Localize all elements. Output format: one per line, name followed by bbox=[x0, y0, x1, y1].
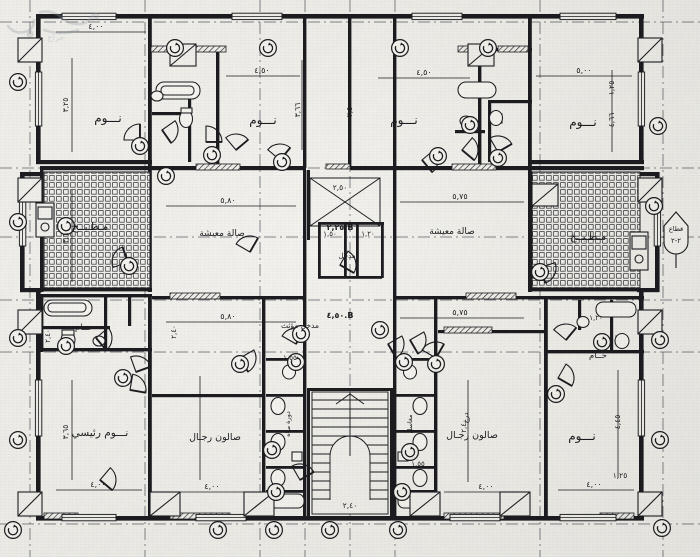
dim-bot-1: ٤,٠٠ bbox=[90, 480, 105, 489]
dim-left-1: ٣,٢٥ bbox=[61, 98, 70, 112]
room-label-bed-br: نـــوم bbox=[568, 429, 596, 444]
kitchen-fixtures bbox=[35, 202, 649, 271]
room-label-lobby: مدخل bbox=[338, 252, 355, 260]
dim-top-3: ٤,٥٠ bbox=[416, 68, 431, 77]
room-label-master-left: نـــوم رئيسي bbox=[72, 427, 129, 439]
room-label-kitchen-right: مـطـبــخ bbox=[570, 231, 607, 243]
dim-bath-left: ٢,٤٠ bbox=[170, 325, 178, 339]
room-label-living-left: صالة معيشة bbox=[199, 229, 245, 239]
room-label-bath-left: حــام bbox=[75, 323, 93, 333]
dim-bot-4: ٤,٠٠ bbox=[586, 480, 601, 489]
dim-mid-2: ٥,٧٥ bbox=[452, 192, 467, 201]
section-marker-id: ٢-٢ bbox=[671, 237, 681, 245]
dim-center-1: ٢,٥٠ bbox=[333, 183, 347, 192]
dim-bath-right: ١,٢٠ bbox=[589, 314, 603, 322]
room-label-bed-tml: نـــوم bbox=[249, 113, 277, 128]
room-label-stair: درج bbox=[462, 412, 470, 423]
staircase bbox=[311, 391, 389, 515]
room-label-wc-left: دورة مياه bbox=[284, 411, 292, 437]
room-label-bath-right: حــام bbox=[589, 351, 607, 361]
dim-wc-right: ١,٥٥ bbox=[411, 460, 425, 468]
dim-top-1: ٤,٠٠ bbox=[88, 22, 103, 31]
dim-center-3: ١,٥٠ bbox=[323, 230, 337, 238]
dim-center-6: ٣,٦٦ bbox=[293, 103, 302, 117]
dim-left-4: ٣,٦٥ bbox=[61, 425, 70, 439]
dim-center-2: ٢,٤٠ bbox=[343, 501, 357, 510]
dim-right-1: ٤,٦٦ bbox=[607, 113, 616, 127]
dim-left-3: ٢,٤٠ bbox=[44, 329, 52, 343]
dim-mid-4: ٥,٧٥ bbox=[452, 308, 467, 317]
dim-bot-3: ٤,٠٠ bbox=[478, 482, 493, 491]
elevation-tag-1: B.٢,٢٥ bbox=[327, 223, 354, 232]
dim-left-2: ٣,٦٠ bbox=[61, 229, 70, 243]
section-marker-label: قطاع bbox=[669, 225, 683, 233]
dim-right-4: ١,٢٥ bbox=[613, 471, 627, 480]
room-label-living-right: صالة معيشة bbox=[429, 227, 475, 237]
dim-stair-1: ٢,٤٠ bbox=[460, 419, 468, 433]
dim-right-3: ٤,٤٥ bbox=[613, 415, 622, 429]
elevation-tag-2: B.٤,٥٠ bbox=[327, 311, 354, 320]
dim-center-5: ٣,٥٠ bbox=[345, 103, 354, 117]
dim-top-2: ٤,٥٠ bbox=[254, 66, 269, 75]
dim-mid-3: ٥,٨٠ bbox=[220, 312, 235, 321]
watermark-text: حراج bbox=[48, 33, 65, 42]
entry-canopy bbox=[309, 177, 381, 227]
room-label-salon-right: صالون رجـال bbox=[446, 430, 498, 441]
dimension-lines bbox=[56, 31, 634, 493]
dim-bot-2: ٤,٠٠ bbox=[204, 482, 219, 491]
dimension-text: ٤,٠٠ ٤,٥٠ ٤,٥٠ ٥,٠٠ ٥,٨٠ ٥,٧٥ ٥,٨٠ ٥,٧٥ … bbox=[44, 22, 627, 510]
dim-right-2: ١,٢٥ bbox=[607, 81, 616, 95]
windows bbox=[18, 12, 662, 522]
room-label-entry-hall: مدخل مؤثث bbox=[281, 321, 319, 330]
room-label-salon-left: صالون رجـال bbox=[189, 432, 241, 443]
watermark-logo: حراج bbox=[6, 10, 100, 42]
room-label-bed-tl: نـــوم bbox=[94, 111, 122, 126]
section-marker[interactable]: قطاع ٢-٢ bbox=[663, 211, 689, 268]
room-label-bed-tmr: نـــوم bbox=[390, 113, 418, 128]
dim-center-4: ١,٢٠ bbox=[361, 230, 375, 238]
room-label-kitchen-left: مـطـبــخ bbox=[72, 221, 109, 233]
room-label-bed-tr: نـــوم bbox=[569, 115, 597, 130]
room-label-wc-right: مغاسل bbox=[406, 415, 414, 434]
elevation-tags: B.٢,٢٥ B.٤,٥٠ bbox=[327, 223, 354, 320]
dim-wc-left: ١,٥٥ bbox=[283, 354, 297, 362]
room-labels: نـــوم نـــوم نـــوم نـــوم مـطـبــخ مـط… bbox=[72, 111, 607, 444]
dim-mid-1: ٥,٨٠ bbox=[220, 196, 235, 205]
dim-top-4: ٥,٠٠ bbox=[576, 66, 591, 75]
